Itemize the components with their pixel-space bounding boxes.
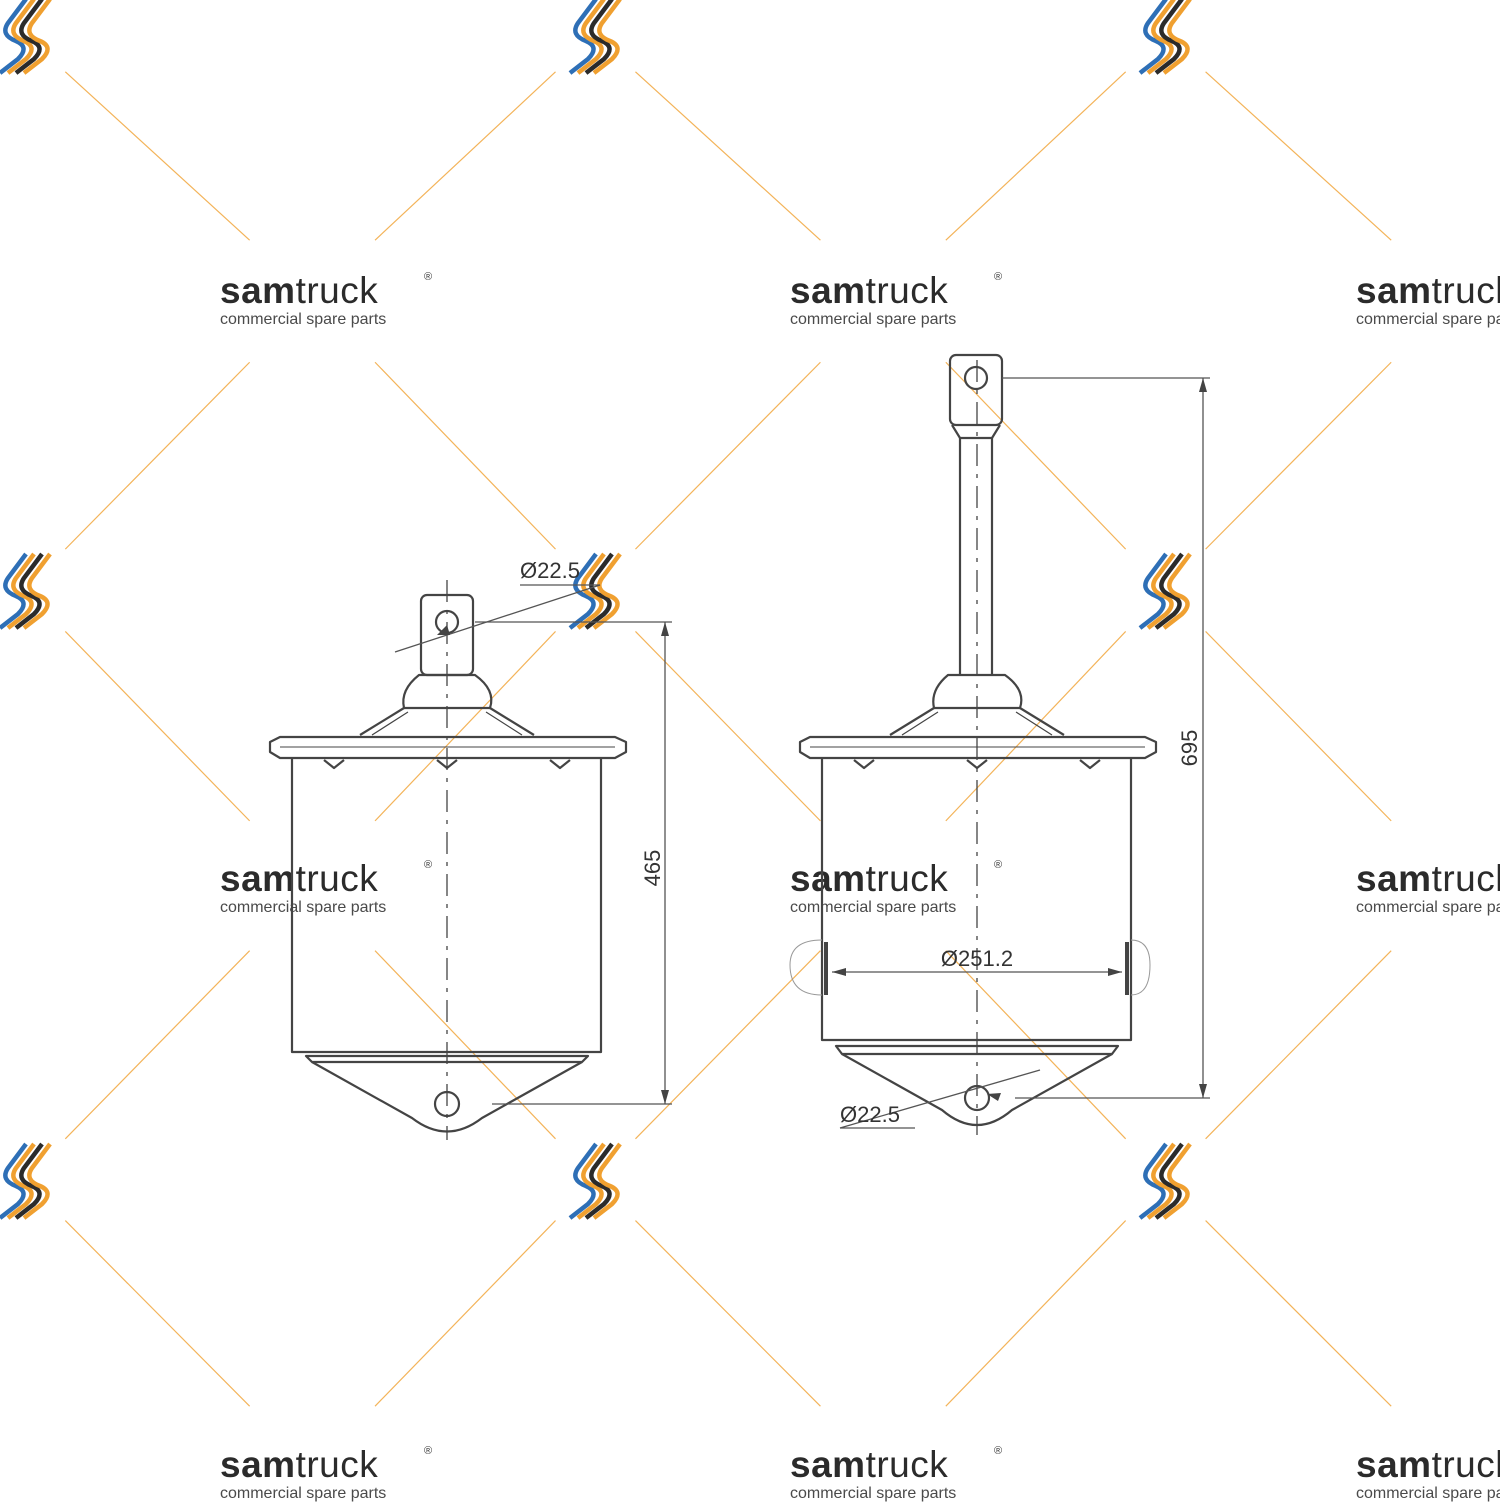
- watermark-diagonal-line: [635, 71, 821, 241]
- samtruck-watermark: samtruck®commercial spare parts: [790, 1444, 1003, 1502]
- samtruck-watermark: samtruck®commercial spare parts: [1356, 858, 1500, 916]
- samtruck-logo-icon: [568, 0, 622, 75]
- samtruck-watermark: samtruck®commercial spare parts: [790, 858, 1003, 916]
- watermark-diagonal-line: [64, 631, 251, 822]
- watermark-diagonal-line: [64, 950, 251, 1140]
- watermark-diagonal-line: [64, 361, 251, 550]
- samtruck-watermark: samtruck®commercial spare parts: [220, 858, 433, 916]
- watermark-diagonal-line: [1205, 71, 1392, 241]
- right-bolts: [853, 759, 1101, 770]
- left-height-label: 465: [640, 850, 665, 887]
- watermark-diagonal-line: [1205, 1220, 1392, 1407]
- samtruck-logo-icon: [0, 552, 52, 630]
- samtruck-watermark: samtruck®commercial spare parts: [220, 270, 433, 328]
- watermark-diagonal-line: [374, 361, 556, 550]
- watermark-diagonal-line: [1205, 950, 1392, 1140]
- right-body-diameter-label: Ø251.2: [941, 946, 1013, 971]
- samtruck-logo-icon: [1138, 552, 1192, 630]
- left-chamber-drawing: [268, 580, 628, 1140]
- watermark-diagonal-line: [635, 1220, 821, 1407]
- watermark-diagonal-line: [64, 1220, 251, 1407]
- watermark-diagonal-line: [374, 631, 556, 822]
- right-boot-taper: [889, 707, 1065, 736]
- watermark-diagonal-line: [635, 631, 821, 822]
- right-chamber-drawing: [789, 353, 1158, 1135]
- samtruck-watermark: samtruck®commercial spare parts: [790, 270, 1003, 328]
- samtruck-watermark: samtruck®commercial spare parts: [1356, 270, 1500, 328]
- samtruck-logo-icon: [0, 0, 52, 75]
- left-flange: [268, 735, 628, 760]
- watermark-diagonal-line: [945, 631, 1127, 822]
- right-height-extension-lines: [1002, 377, 1210, 1099]
- samtruck-watermark: samtruck®commercial spare parts: [220, 1444, 433, 1502]
- left-height-extension-lines: [475, 621, 672, 1105]
- right-push-rod: [958, 438, 994, 675]
- watermark-diagonal-line: [1205, 631, 1392, 822]
- right-clevis-hole: [963, 365, 989, 391]
- right-clevis: [948, 353, 1004, 427]
- samtruck-logo-icon: [1138, 1142, 1192, 1220]
- right-bottom-hole-label: Ø22.5: [840, 1102, 900, 1127]
- samtruck-logo-icon: [1138, 0, 1192, 75]
- right-height-label: 695: [1177, 730, 1202, 767]
- right-flange: [798, 735, 1158, 760]
- watermark-diagonal-line: [635, 361, 821, 550]
- right-body-bulge: [789, 939, 1151, 996]
- watermark-diagonal-line: [635, 950, 821, 1140]
- left-top-hole-label: Ø22.5: [520, 558, 580, 583]
- samtruck-watermark: samtruck®commercial spare parts: [1356, 1444, 1500, 1502]
- left-boot-taper: [359, 707, 535, 736]
- watermark-diagonal-line: [1205, 361, 1392, 550]
- samtruck-logo-icon: [568, 1142, 622, 1220]
- samtruck-logo-icon: [0, 1142, 52, 1220]
- watermark-diagonal-line: [374, 950, 556, 1140]
- watermark-diagonal-line: [374, 71, 556, 241]
- watermark-diagonal-line: [945, 71, 1127, 241]
- left-hole-leader: [394, 584, 601, 653]
- watermark-diagonal-line: [945, 950, 1127, 1140]
- samtruck-logo-icon: [568, 552, 622, 630]
- watermark-diagonal-line: [945, 361, 1127, 550]
- watermark-diagonal-line: [374, 1220, 556, 1407]
- watermark-diagonal-line: [64, 71, 251, 241]
- right-hole-leader: [839, 1069, 1041, 1129]
- watermark-diagonal-line: [945, 1220, 1127, 1407]
